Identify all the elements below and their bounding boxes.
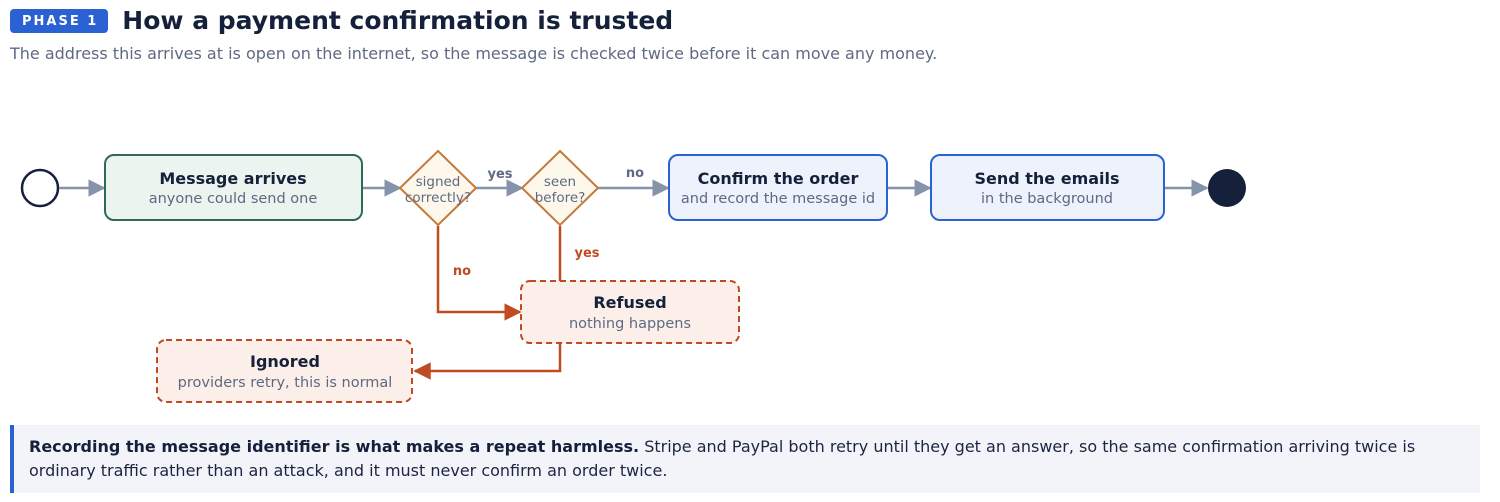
decision-signed-line1: signed	[416, 174, 461, 190]
label-seen-no: no	[626, 166, 644, 181]
node-refused-sub: nothing happens	[569, 316, 691, 332]
edge-seen-yes	[413, 226, 562, 380]
node-ignored: Ignored providers retry, this is normal	[156, 339, 413, 403]
node-send-emails-sub: in the background	[981, 191, 1113, 207]
node-message-arrives: Message arrives anyone could send one	[104, 154, 363, 221]
page-subtitle: The address this arrives at is open on t…	[10, 44, 938, 63]
label-signed-no: no	[453, 264, 471, 279]
node-message-arrives-sub: anyone could send one	[149, 191, 318, 207]
label-seen-yes: yes	[574, 246, 599, 261]
decision-seen-before: seen before?	[520, 149, 600, 227]
page-title: How a payment confirmation is trusted	[122, 6, 674, 35]
callout-note-bold: Recording the message identifier is what…	[29, 437, 640, 456]
node-confirm-order-title: Confirm the order	[698, 169, 859, 188]
decision-signed-line2: correctly?	[405, 190, 471, 206]
end-node	[1208, 169, 1246, 207]
decision-seen-line2: before?	[535, 190, 586, 206]
flow-diagram: yes no no yes Message arrives anyone cou…	[20, 149, 1246, 403]
start-node	[20, 168, 60, 208]
decision-seen-line1: seen	[544, 174, 576, 190]
node-confirm-order: Confirm the order and record the message…	[668, 154, 888, 221]
page-header: PHASE 1 How a payment confirmation is tr…	[10, 6, 673, 35]
edge-signed-no	[436, 226, 522, 321]
node-message-arrives-title: Message arrives	[159, 169, 306, 188]
node-confirm-order-sub: and record the message id	[681, 191, 875, 207]
node-ignored-title: Ignored	[250, 352, 320, 371]
callout-note-text: Stripe and PayPal both retry until they …	[29, 437, 1416, 480]
callout-note: Recording the message identifier is what…	[10, 425, 1480, 493]
decision-signed-correctly: signed correctly?	[398, 149, 478, 227]
node-send-emails-title: Send the emails	[974, 169, 1119, 188]
node-ignored-sub: providers retry, this is normal	[178, 375, 393, 391]
node-refused-title: Refused	[593, 293, 666, 312]
label-signed-yes: yes	[487, 167, 512, 182]
node-refused: Refused nothing happens	[520, 280, 740, 344]
phase-badge: PHASE 1	[10, 8, 109, 33]
node-send-emails: Send the emails in the background	[930, 154, 1165, 221]
